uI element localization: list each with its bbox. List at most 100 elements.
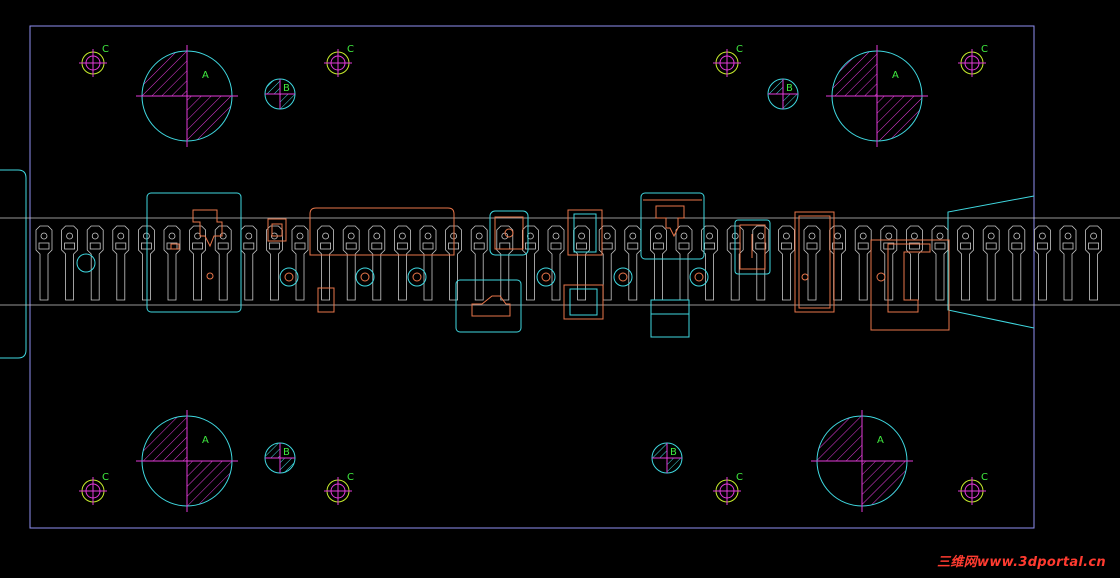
pilot-hole-inner: [695, 273, 703, 281]
pilot-hole-inner: [285, 273, 293, 281]
strip-cell: [1009, 226, 1025, 300]
strip-cell-outline: [830, 226, 846, 300]
bottom-cyan-block-profile: [472, 296, 510, 316]
screw-hole-c: C: [79, 44, 109, 77]
strip-cell-outline: [958, 226, 974, 300]
t-punch: [656, 206, 684, 236]
strip-cell: [830, 226, 846, 300]
strip-cell-hole: [911, 233, 917, 239]
strip-cell-slot: [423, 243, 433, 249]
strip-cell-slot: [218, 243, 228, 249]
strip-cell: [1086, 226, 1102, 300]
cyan-square-station-inner: [495, 217, 523, 249]
pilot-hole-inner: [542, 273, 550, 281]
strip-cell-hole: [707, 233, 713, 239]
strip-cell: [548, 226, 564, 300]
strip-cell: [369, 226, 385, 300]
strip-cell-hole: [67, 233, 73, 239]
strip-cell-slot: [1089, 243, 1099, 249]
bush-label: B: [283, 447, 290, 458]
pillar-label: A: [877, 435, 884, 446]
progressive-strip: [36, 226, 1102, 300]
strip-cell-hole: [425, 233, 431, 239]
strip-cell-slot: [474, 243, 484, 249]
screw-hole-c: C: [713, 44, 743, 77]
strip-cell-slot: [961, 243, 971, 249]
strip-cell: [522, 226, 538, 300]
strip-cell-hole: [630, 233, 636, 239]
hatched-quadrant: [877, 96, 922, 141]
strip-cell-hole: [963, 233, 969, 239]
strip-cell-slot: [935, 243, 945, 249]
guide-bush-b: B: [652, 443, 682, 473]
hatched-quadrant: [142, 416, 187, 461]
center-punch-bottom-inner: [570, 289, 597, 315]
strip-cell-outline: [983, 226, 999, 300]
strip-cell-slot: [65, 243, 75, 249]
station-tooling: [77, 193, 949, 337]
screw-label: C: [736, 44, 743, 55]
strip-cell-hole: [1039, 233, 1045, 239]
hatched-quadrant: [187, 96, 232, 141]
strip-cell-outline: [778, 226, 794, 300]
guide-pillar-a: A: [136, 45, 238, 147]
pilot-hole-inner: [619, 273, 627, 281]
strip-cell: [650, 226, 666, 300]
station-1-hole: [207, 273, 213, 279]
strip-cell-hole: [604, 233, 610, 239]
strip-cell: [932, 226, 948, 300]
strip-cell-slot: [551, 243, 561, 249]
strip-cell-outline: [855, 226, 871, 300]
strip-cell: [266, 226, 282, 300]
strip-cell-hole: [476, 233, 482, 239]
strip-cell-slot: [705, 243, 715, 249]
strip-cell-slot: [372, 243, 382, 249]
strip-cell: [292, 226, 308, 300]
strip-cell-outline: [804, 226, 820, 300]
strip-cell: [215, 226, 231, 300]
screw-label: C: [736, 472, 743, 483]
strip-cell: [394, 226, 410, 300]
station-1-pin: [171, 244, 179, 249]
strip-cell-hole: [809, 233, 815, 239]
strip-cell-hole: [886, 233, 892, 239]
strip-cell-slot: [1063, 243, 1073, 249]
strip-cell-outline: [881, 226, 897, 300]
pilot-hole-inner: [361, 273, 369, 281]
strip-cell-outline: [292, 226, 308, 300]
strip-cell-slot: [39, 243, 49, 249]
screw-label: C: [102, 44, 109, 55]
strip-cell-hole: [835, 233, 841, 239]
screw-hole-c: C: [713, 472, 743, 505]
strip-cell-outline: [650, 226, 666, 300]
bush-label: B: [786, 83, 793, 94]
hatched-quadrant: [862, 461, 907, 506]
strip-cell-slot: [321, 243, 331, 249]
strip-cell-slot: [577, 243, 587, 249]
guide-pillar-a: A: [811, 410, 913, 512]
screw-hole-c: C: [958, 44, 988, 77]
strip-cell-hole: [1065, 233, 1071, 239]
strip-cell-hole: [246, 233, 252, 239]
strip-cell-hole: [41, 233, 47, 239]
pilot-hole-inner: [413, 273, 421, 281]
tall-orange-punch-hole: [802, 274, 808, 280]
watermark-text: 三维网www.3dportal.cn: [937, 551, 1106, 570]
strip-cell: [190, 226, 206, 300]
strip-cell: [113, 226, 129, 300]
left-locator-circle: [77, 254, 95, 272]
center-punch-top: [568, 210, 602, 255]
strip-cell-hole: [655, 233, 661, 239]
strip-cell-outline: [1009, 226, 1025, 300]
strip-cell-hole: [169, 233, 175, 239]
strip-cell-outline: [241, 226, 257, 300]
strip-cell-outline: [138, 226, 154, 300]
strip-cell-outline: [369, 226, 385, 300]
strip-cell-hole: [758, 233, 764, 239]
guide-bush-b: B: [768, 79, 798, 109]
strip-cell-slot: [653, 243, 663, 249]
strip-cell-hole: [374, 233, 380, 239]
strip-cell: [753, 226, 769, 300]
guide-pillar-a: A: [136, 410, 238, 512]
